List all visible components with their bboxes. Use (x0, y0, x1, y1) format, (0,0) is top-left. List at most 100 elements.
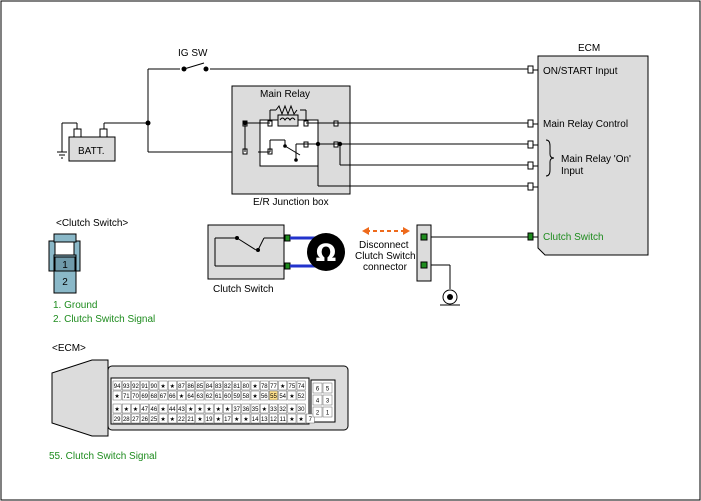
ecm-pin-cell (186, 403, 196, 414)
ecm-pin-cell (278, 380, 288, 391)
ecm-pin-cell (305, 413, 315, 424)
ecm-pin-cell (259, 390, 269, 401)
ecm-pin-cell (140, 403, 150, 414)
ecm-side-pin-number: 4 (316, 399, 320, 405)
ecm-pin-cell (167, 413, 177, 424)
ecm-pin-cell (213, 403, 223, 414)
ecm-pin-number: ★ (114, 406, 119, 413)
ecm-pin-number: 32 (279, 407, 286, 413)
ecm-pin-cell (167, 403, 177, 414)
ecm-pin-number: ★ (197, 416, 202, 423)
ecm-pin-number: 78 (261, 384, 268, 390)
clutch-legend-1: 1. Ground (53, 300, 97, 311)
ecm-pin-number: 19 (206, 417, 213, 423)
battery-label: BATT. (78, 146, 104, 157)
ecm-title: ECM (578, 43, 600, 54)
ecm-pin-number: 82 (224, 384, 231, 390)
ecm-pin-number: ★ (289, 406, 294, 413)
ecm-side-pin-cell (322, 382, 333, 394)
ecm-pin-cell (278, 413, 288, 424)
ecm-pin-number: 33 (270, 407, 277, 413)
ecm-pin-cell (232, 413, 242, 424)
main-relay-label: Main Relay (260, 89, 310, 100)
ecm-pin-cell (149, 413, 159, 424)
ecm-pin-cell (177, 413, 186, 424)
relay-output-wires (317, 141, 528, 187)
ecm-pin-cell (158, 380, 168, 391)
ecm-pin-number: 91 (141, 384, 148, 390)
ecm-pin-cell (259, 380, 269, 391)
ecm-pin-cell (149, 403, 159, 414)
ecm-pin-cell (121, 380, 131, 391)
ecm-pin-number: 36 (243, 407, 250, 413)
ecm-pin-number: ★ (124, 406, 129, 413)
ecm-pin-number: 11 (280, 417, 287, 423)
ecm-pin-number: 27 (132, 417, 139, 423)
ecm-pin-cell (186, 413, 196, 424)
ecm-pin-number: 68 (151, 394, 158, 400)
ecm-pin-number: 21 (187, 417, 194, 423)
ecm-pin-cell (121, 413, 131, 424)
ecm-pin-cell (250, 403, 260, 414)
ecm-pin-number: 25 (151, 417, 158, 423)
ecm-pin-number: 30 (298, 407, 305, 413)
ecm-pin-cell (204, 390, 214, 401)
ecm-pin-cell (232, 380, 242, 391)
ecm-pin-number: 59 (233, 394, 240, 400)
ecm-pin-number: 84 (206, 384, 213, 390)
ecm-pin-number: 7 (309, 417, 313, 423)
ecm-pin-number: ★ (234, 416, 239, 423)
ecm-pin-cell (269, 380, 278, 391)
ig-switch: IG SW (178, 48, 209, 72)
ecm-pin-number: 81 (233, 384, 240, 390)
junction-box-label: E/R Junction box (253, 197, 329, 208)
ecm-pin-cell (213, 413, 223, 424)
clutch-connector-title: <Clutch Switch> (56, 218, 128, 229)
ecm-pin-main-relay-on-line1: Main Relay 'On' (561, 154, 631, 165)
ecm-pin-number: 60 (224, 394, 231, 400)
ecm-pin-number: 64 (187, 394, 194, 400)
ecm-pin-number: 13 (261, 417, 268, 423)
ecm-pin-number: 87 (178, 384, 185, 390)
ecm-pin-number: 52 (298, 394, 305, 400)
clutch-pin-1: 1 (62, 260, 68, 271)
ecm-pin-cell (223, 413, 232, 424)
ecm-pin-number: 63 (197, 394, 204, 400)
ecm-pin-number: 77 (270, 384, 277, 390)
ecm-pin-cell (223, 380, 232, 391)
ecm-pin-cell (241, 380, 251, 391)
ecm-pin-cell (278, 390, 288, 401)
ecm-pin-number: ★ (289, 416, 294, 423)
ecm-pin-cell (287, 413, 297, 424)
ecm-pin-main-relay-on-line2: Input (561, 166, 583, 177)
ecm-pin-cell (112, 390, 122, 401)
ecm-pin-brace (545, 139, 555, 177)
ecm-pin-cell (204, 380, 214, 391)
ecm-side-pin-cell (322, 394, 333, 406)
ecm-pin-cell (232, 390, 242, 401)
ecm-pin-cell (131, 380, 140, 391)
clutch-harness-connector (416, 224, 528, 306)
ecm-pin-cell (287, 380, 297, 391)
ecm-pin-number: 58 (243, 394, 250, 400)
main-wiring (145, 68, 528, 153)
ecm-pin-cell (204, 403, 214, 414)
ecm-pin-number: 93 (123, 384, 130, 390)
ecm-pin-cell (177, 390, 186, 401)
ecm-pin-cell (223, 403, 232, 414)
ecm-pin-cell (186, 390, 196, 401)
ecm-pin-on-start: ON/START Input (543, 66, 618, 77)
ecm-pin-number: ★ (170, 416, 175, 423)
ecm-pin-cell (112, 403, 122, 414)
ecm-pin-cell (241, 413, 251, 424)
ohm-meter: Ω (290, 233, 345, 271)
ecm-pin-cell (241, 390, 251, 401)
ecm-pin-cell (250, 413, 260, 424)
disconnect-label-line1: Disconnect (359, 240, 409, 251)
ecm-pin-cell (213, 380, 223, 391)
ecm-pin-cell (195, 403, 205, 414)
ecm-pin-number: 86 (187, 384, 194, 390)
ecm-side-pin-cell (312, 394, 323, 406)
